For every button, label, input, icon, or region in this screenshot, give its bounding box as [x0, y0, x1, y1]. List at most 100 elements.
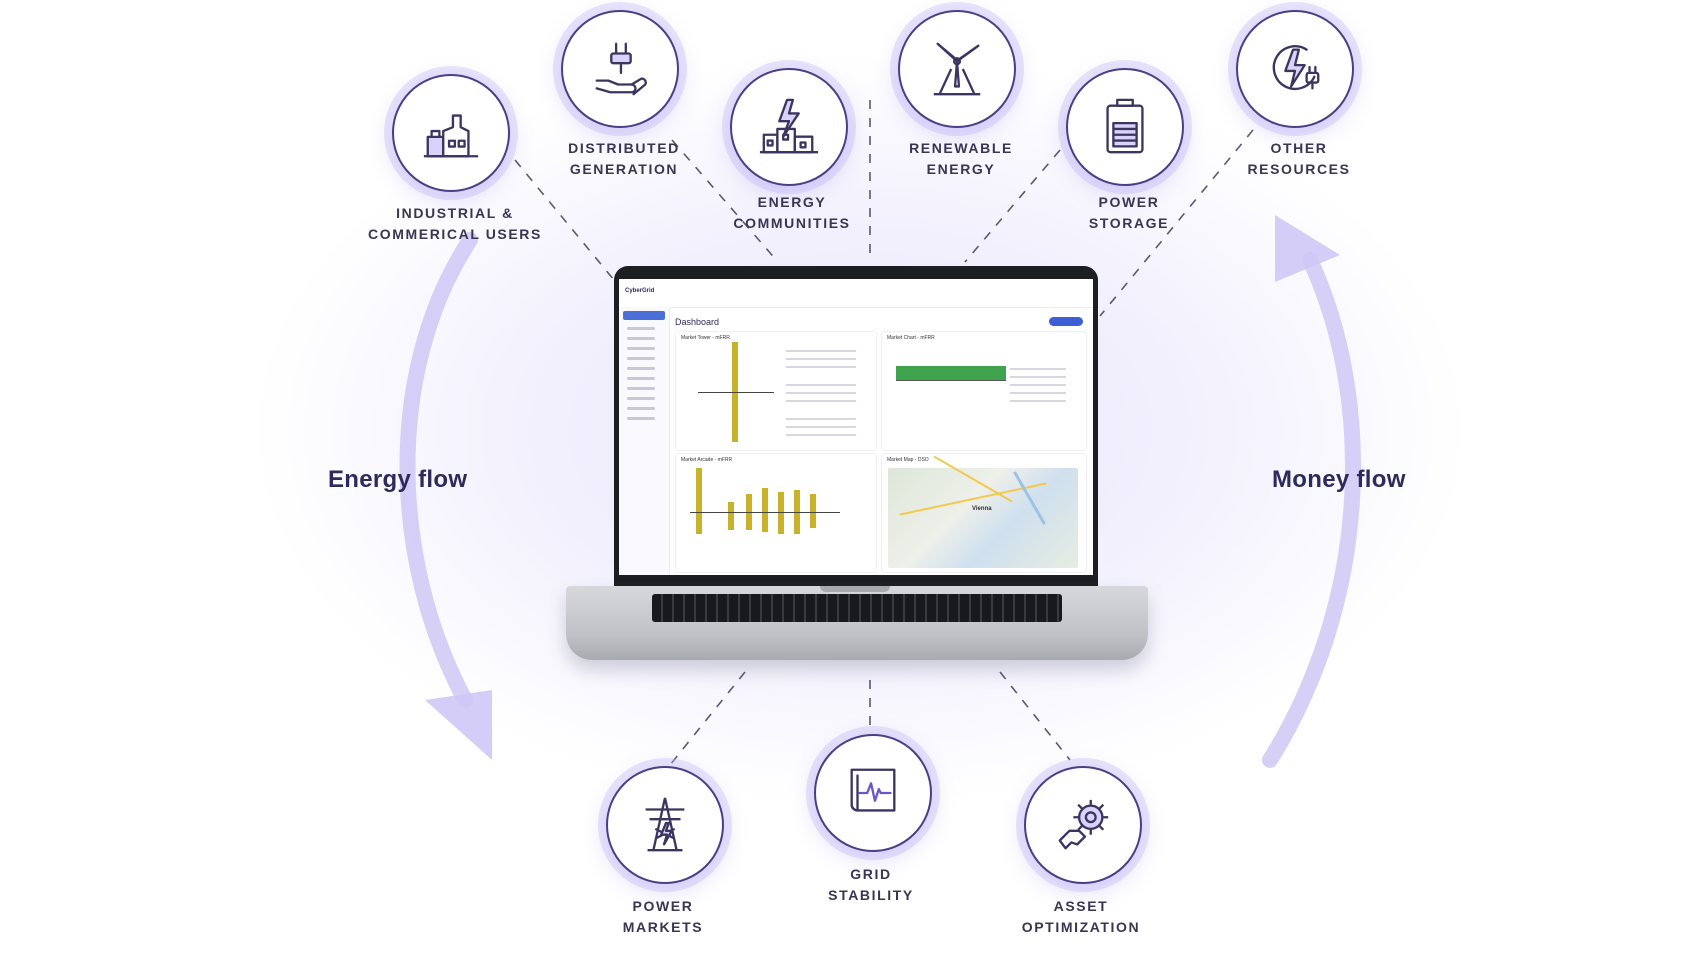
- label-asset-optimization: ASSET OPTIMIZATION: [971, 896, 1191, 938]
- label-other-resources: OTHER RESOURCES: [1189, 138, 1409, 180]
- battery-icon: [1106, 98, 1144, 154]
- node-distributed-generation: [561, 10, 679, 128]
- money-flow-arrow: [1262, 215, 1361, 768]
- panel-market-arcade: Market Arcade - mFRR: [675, 453, 877, 573]
- node-power-storage: [1066, 68, 1184, 186]
- legend-row: [786, 400, 856, 402]
- chart-green-area: [896, 366, 1006, 380]
- node-other-resources: [1236, 10, 1354, 128]
- panel-market-chart: Market Chart - mFRR: [881, 331, 1087, 451]
- dashboard-sidebar: [619, 307, 670, 575]
- label-line: RESOURCES: [1247, 161, 1351, 177]
- label-line: INDUSTRIAL &: [396, 205, 514, 221]
- sidebar-item[interactable]: [627, 407, 655, 410]
- label-line: STABILITY: [828, 887, 914, 903]
- legend-row: [786, 392, 856, 394]
- label-line: GRID: [850, 866, 892, 882]
- laptop-notch: [820, 586, 890, 592]
- map-river: [1013, 471, 1046, 525]
- dashboard-action-button[interactable]: [1049, 317, 1083, 326]
- label-industrial-commercial-users: INDUSTRIAL & COMMERICAL USERS: [345, 203, 565, 245]
- energy-flow-label: Energy flow: [328, 466, 468, 493]
- chart-line: [896, 380, 1006, 381]
- dashboard-title: Dashboard: [675, 317, 720, 327]
- dashed-connectors: [514, 100, 1254, 766]
- legend-row: [786, 426, 856, 428]
- label-line: ENERGY: [757, 194, 827, 210]
- sidebar-active-item[interactable]: [623, 311, 665, 320]
- legend-row: [786, 358, 856, 360]
- sidebar-item[interactable]: [627, 417, 655, 420]
- energy-resources-icon: [1272, 45, 1320, 91]
- panel-market-map: Market Map - DSO Vienna: [881, 453, 1087, 573]
- label-line: MARKETS: [622, 919, 704, 935]
- node-asset-optimization: [1024, 766, 1142, 884]
- sidebar-item[interactable]: [627, 347, 655, 350]
- gear-hand-icon: [1058, 799, 1109, 850]
- label-power-storage: POWER STORAGE: [1019, 192, 1239, 234]
- panel-title: Market Chart - mFRR: [887, 335, 935, 341]
- community-lightning-icon: [759, 98, 819, 154]
- label-line: POWER: [632, 898, 694, 914]
- label-line: OPTIMIZATION: [1021, 919, 1141, 935]
- legend-row: [1010, 384, 1066, 386]
- sidebar-item[interactable]: [627, 387, 655, 390]
- arcade-bar: [762, 488, 768, 532]
- node-renewable-energy: [898, 10, 1016, 128]
- label-renewable-energy: RENEWABLE ENERGY: [851, 138, 1071, 180]
- legend-row: [1010, 368, 1066, 370]
- legend-row: [1010, 376, 1066, 378]
- wind-turbine-icon: [933, 42, 981, 96]
- label-energy-communities: ENERGY COMMUNITIES: [682, 192, 902, 234]
- label-line: RENEWABLE: [909, 140, 1013, 156]
- label-distributed-generation: DISTRIBUTED GENERATION: [514, 138, 734, 180]
- node-energy-communities: [730, 68, 848, 186]
- legend-row: [786, 366, 856, 368]
- dashboard-topbar: CyberGrid: [619, 279, 1093, 308]
- power-pylon-icon: [645, 797, 685, 852]
- arcade-bar: [728, 502, 734, 530]
- legend-row: [786, 384, 856, 386]
- factory-icon: [423, 114, 479, 158]
- sidebar-item[interactable]: [627, 367, 655, 370]
- panel-title: Market Arcade - mFRR: [681, 457, 733, 463]
- label-line: POWER: [1098, 194, 1160, 210]
- label-line: OTHER: [1270, 140, 1328, 156]
- laptop-screen-dashboard: CyberGrid Dashboard Market Tower - mFRR …: [619, 279, 1093, 575]
- panel-title: Market Map - DSO: [887, 457, 929, 463]
- dashboard-logo: CyberGrid: [625, 288, 655, 294]
- label-line: DISTRIBUTED: [568, 140, 680, 156]
- grid-chart-icon: [850, 768, 896, 812]
- plug-hand-icon: [595, 42, 647, 96]
- label-line: GENERATION: [569, 161, 679, 177]
- sidebar-item[interactable]: [627, 357, 655, 360]
- map-area[interactable]: Vienna: [888, 455, 1078, 568]
- legend-row: [786, 418, 856, 420]
- map-city-label: Vienna: [972, 506, 992, 512]
- label-power-markets: POWER MARKETS: [553, 896, 773, 938]
- legend-row: [786, 350, 856, 352]
- sidebar-item[interactable]: [627, 327, 655, 330]
- sidebar-item[interactable]: [627, 397, 655, 400]
- sidebar-item[interactable]: [627, 337, 655, 340]
- label-line: COMMUNITIES: [733, 215, 851, 231]
- arcade-bar: [696, 468, 702, 534]
- laptop-keyboard: [652, 594, 1062, 622]
- panel-title: Market Tower - mFRR: [681, 335, 730, 341]
- sidebar-item[interactable]: [627, 377, 655, 380]
- legend-row: [1010, 400, 1066, 402]
- money-flow-label: Money flow: [1272, 466, 1406, 493]
- node-power-markets: [606, 766, 724, 884]
- map-road: [933, 455, 1013, 503]
- label-grid-stability: GRID STABILITY: [761, 864, 981, 906]
- arcade-axis: [690, 512, 840, 513]
- legend-row: [1010, 392, 1066, 394]
- label-line: ASSET: [1053, 898, 1109, 914]
- node-industrial-commercial-users: [392, 74, 510, 192]
- label-line: COMMERICAL USERS: [368, 226, 542, 242]
- energy-flow-arrow: [399, 232, 492, 760]
- arcade-bar: [778, 492, 784, 534]
- legend-row: [786, 434, 856, 436]
- panel-market-tower: Market Tower - mFRR: [675, 331, 877, 451]
